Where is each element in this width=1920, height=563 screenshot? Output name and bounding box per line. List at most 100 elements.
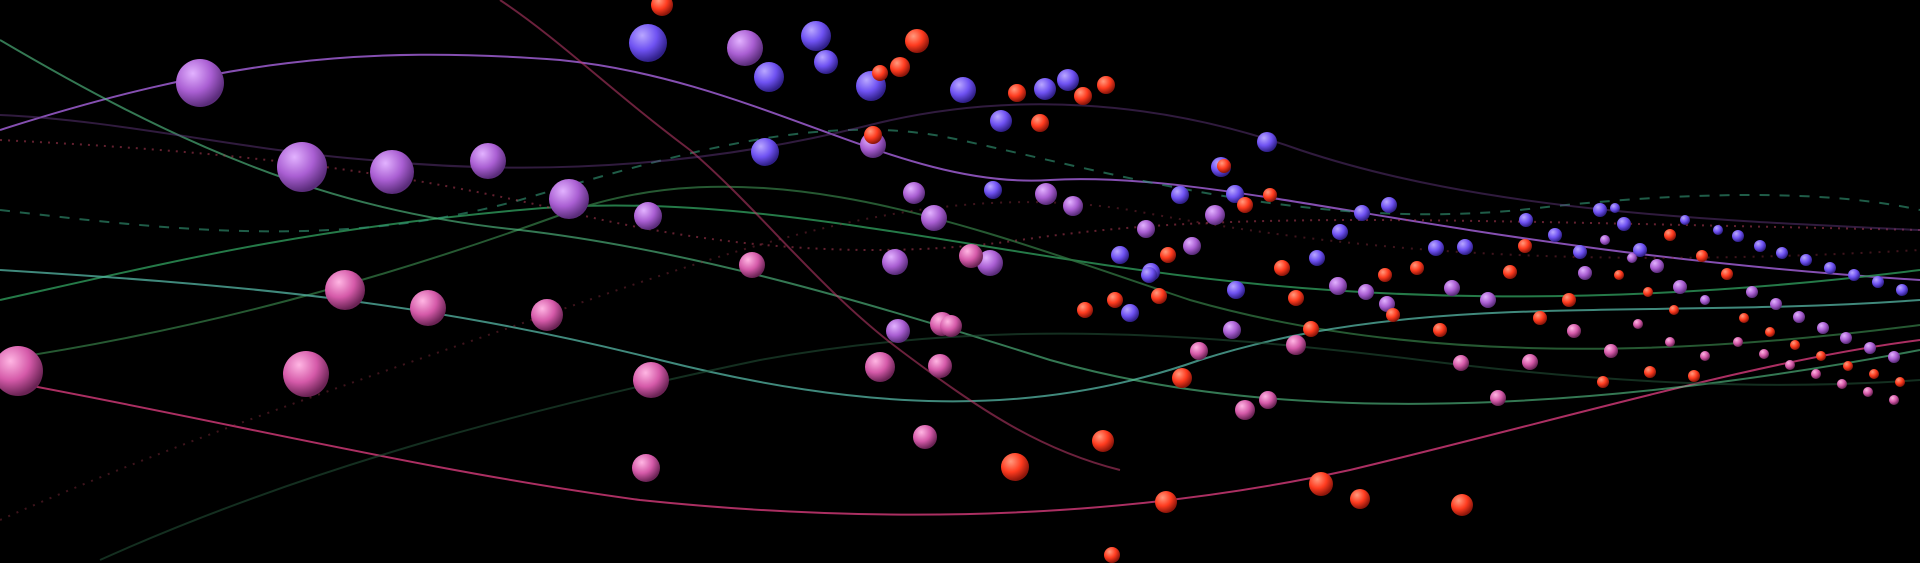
magenta-sphere xyxy=(1863,387,1873,397)
red-sphere xyxy=(1614,270,1624,280)
magenta-sphere xyxy=(633,362,669,398)
magenta-sphere xyxy=(959,244,983,268)
purple-sphere xyxy=(1223,321,1241,339)
wave-line xyxy=(99,332,1920,561)
red-sphere xyxy=(1739,313,1749,323)
magenta-sphere xyxy=(1811,369,1821,379)
red-sphere xyxy=(1410,261,1424,275)
purple-sphere xyxy=(1888,351,1900,363)
violet-sphere xyxy=(1754,240,1766,252)
red-sphere xyxy=(651,0,673,16)
purple-sphere xyxy=(977,250,1003,276)
violet-sphere xyxy=(1309,250,1325,266)
red-sphere xyxy=(1644,366,1656,378)
violet-sphere xyxy=(801,21,831,51)
violet-sphere xyxy=(754,62,784,92)
wave-line xyxy=(0,39,1920,405)
violet-sphere xyxy=(1573,245,1587,259)
red-sphere xyxy=(1172,368,1192,388)
magenta-sphere xyxy=(1567,324,1581,338)
red-sphere xyxy=(1597,376,1609,388)
red-sphere xyxy=(1092,430,1114,452)
red-sphere xyxy=(1433,323,1447,337)
purple-sphere xyxy=(882,249,908,275)
magenta-sphere xyxy=(531,299,563,331)
wave-line xyxy=(0,185,1920,361)
purple-sphere xyxy=(1627,253,1637,263)
red-sphere xyxy=(1696,250,1708,262)
purple-sphere xyxy=(1480,292,1496,308)
violet-sphere xyxy=(1732,230,1744,242)
magenta-sphere xyxy=(1604,344,1618,358)
red-sphere xyxy=(905,29,929,53)
purple-sphere xyxy=(886,319,910,343)
red-sphere xyxy=(1562,293,1576,307)
red-sphere xyxy=(1869,369,1879,379)
violet-sphere xyxy=(629,24,667,62)
violet-sphere xyxy=(1111,246,1129,264)
purple-sphere xyxy=(1746,286,1758,298)
red-sphere xyxy=(1688,370,1700,382)
purple-sphere xyxy=(1600,235,1610,245)
red-sphere xyxy=(1451,494,1473,516)
purple-sphere xyxy=(921,205,947,231)
wave-line xyxy=(0,201,1920,521)
purple-sphere xyxy=(1379,296,1395,312)
violet-sphere xyxy=(1610,203,1620,213)
violet-sphere xyxy=(1354,205,1370,221)
magenta-sphere xyxy=(1259,391,1277,409)
purple-sphere xyxy=(1650,259,1664,273)
purple-sphere xyxy=(1183,237,1201,255)
violet-sphere xyxy=(1519,213,1533,227)
violet-sphere xyxy=(1057,69,1079,91)
purple-sphere xyxy=(1137,220,1155,238)
purple-sphere xyxy=(1770,298,1782,310)
violet-sphere xyxy=(1896,284,1908,296)
violet-sphere xyxy=(1227,281,1245,299)
red-sphere xyxy=(1074,87,1092,105)
red-sphere xyxy=(1263,188,1277,202)
magenta-sphere xyxy=(1837,379,1847,389)
magenta-sphere xyxy=(928,354,952,378)
red-sphere xyxy=(1077,302,1093,318)
red-sphere xyxy=(1237,197,1253,213)
purple-sphere xyxy=(1864,342,1876,354)
violet-sphere xyxy=(1457,239,1473,255)
magenta-sphere xyxy=(940,315,962,337)
magenta-sphere xyxy=(0,346,43,396)
magenta-sphere xyxy=(325,270,365,310)
magenta-sphere xyxy=(1453,355,1469,371)
purple-sphere xyxy=(370,150,414,194)
magenta-sphere xyxy=(410,290,446,326)
magenta-sphere xyxy=(1733,337,1743,347)
purple-sphere xyxy=(277,142,327,192)
purple-sphere xyxy=(1329,277,1347,295)
magenta-sphere xyxy=(1785,360,1795,370)
magenta-sphere xyxy=(632,454,660,482)
red-sphere xyxy=(1107,292,1123,308)
red-sphere xyxy=(1217,159,1231,173)
red-sphere xyxy=(1160,247,1176,263)
magenta-sphere xyxy=(1889,395,1899,405)
red-sphere xyxy=(1008,84,1026,102)
red-sphere xyxy=(1669,305,1679,315)
violet-sphere xyxy=(990,110,1012,132)
violet-sphere xyxy=(814,50,838,74)
violet-sphere xyxy=(1428,240,1444,256)
violet-sphere xyxy=(1141,267,1157,283)
violet-sphere xyxy=(1548,228,1562,242)
red-sphere xyxy=(1097,76,1115,94)
violet-sphere xyxy=(1633,243,1647,257)
red-sphere xyxy=(1765,327,1775,337)
red-sphere xyxy=(864,126,882,144)
magenta-sphere xyxy=(739,252,765,278)
magenta-sphere xyxy=(1759,349,1769,359)
violet-sphere xyxy=(984,181,1002,199)
violet-sphere xyxy=(1257,132,1277,152)
magenta-sphere xyxy=(1665,337,1675,347)
violet-sphere xyxy=(751,138,779,166)
violet-sphere xyxy=(1332,224,1348,240)
wave-line xyxy=(0,128,1920,233)
magenta-sphere xyxy=(1190,342,1208,360)
